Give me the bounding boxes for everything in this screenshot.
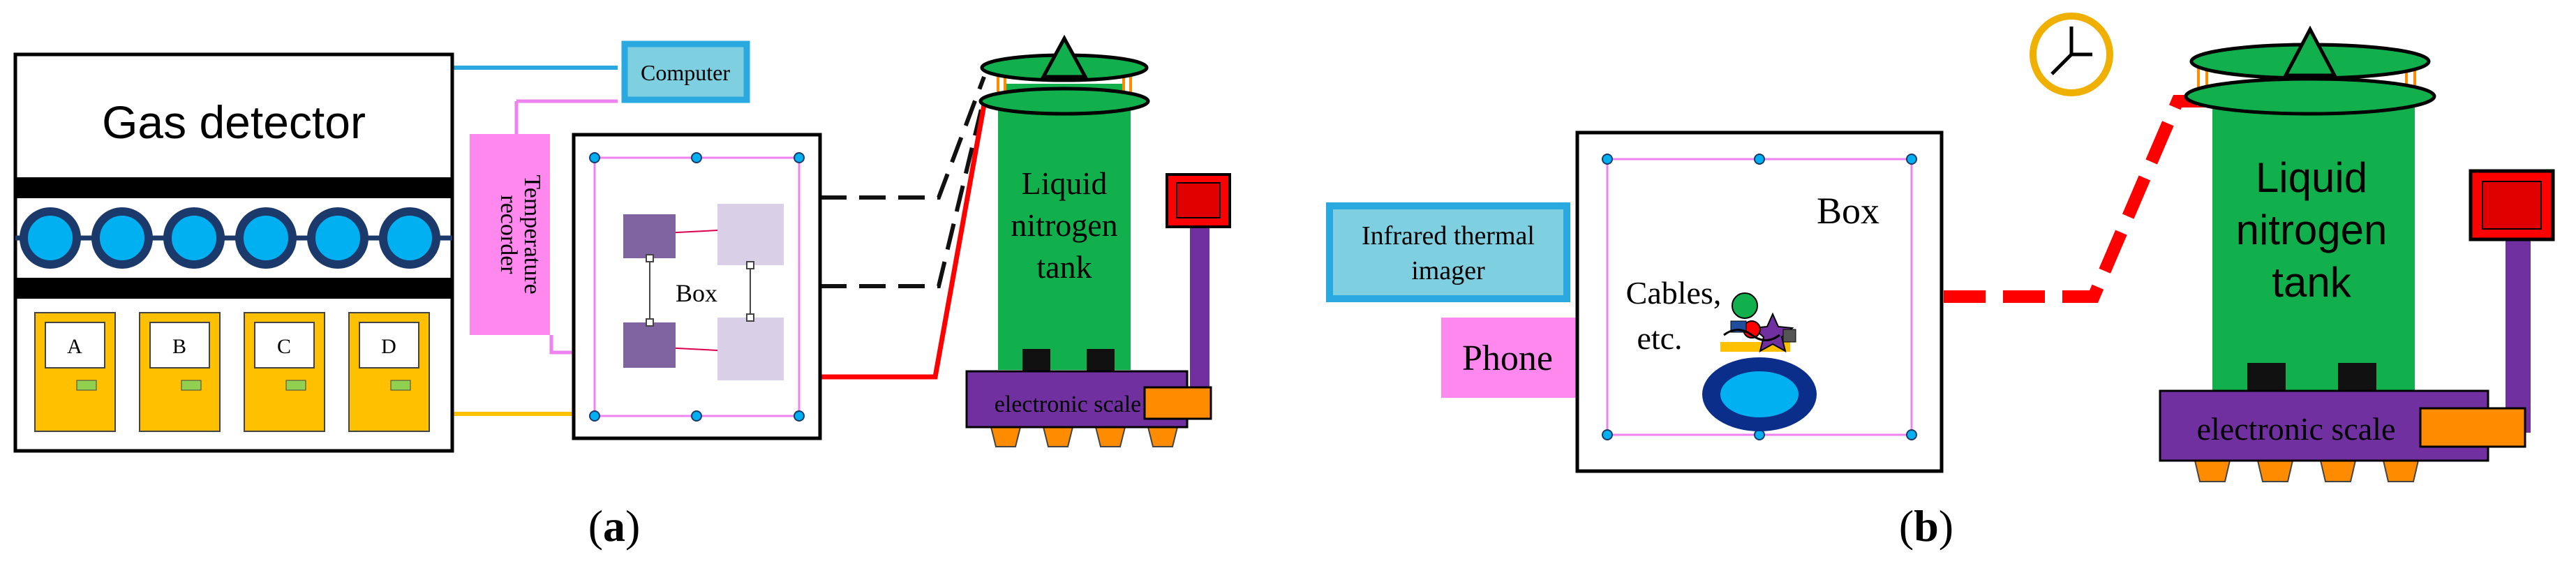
gas-detector-band-top	[15, 177, 452, 198]
valve-icon	[1040, 34, 1089, 79]
box-a-frame	[572, 133, 822, 440]
detector-slot-b: B	[139, 312, 221, 432]
slot-label-b: B	[172, 335, 186, 358]
scale-a-knob	[1143, 386, 1212, 420]
clock-icon	[2030, 13, 2113, 96]
box-b: Box Cables, etc.	[1575, 131, 1944, 473]
infrared-thermal-imager: Infrared thermal imager	[1326, 202, 1570, 302]
scale-b-feet	[2194, 460, 2420, 482]
box-a-sample-4	[717, 318, 784, 380]
temperature-recorder-label-1: Temperature	[519, 174, 545, 294]
slot-label-a: A	[67, 335, 82, 358]
scale-b-pole	[2506, 230, 2531, 433]
cable-bundle	[1720, 292, 1796, 352]
red-line-a	[820, 104, 987, 380]
box-a: Box	[572, 133, 822, 440]
sensor-row	[20, 207, 440, 269]
dashed-line-2	[820, 97, 986, 288]
scale-a-pole	[1190, 225, 1209, 399]
box-a-nodes	[589, 152, 805, 422]
caption-b: (b)	[1899, 501, 1953, 551]
sensor-1	[20, 207, 81, 269]
infrared-label-1: Infrared thermal	[1362, 221, 1535, 251]
sensor-5	[307, 207, 368, 269]
gas-detector-band-bottom	[15, 278, 452, 299]
box-a-sample-2	[717, 204, 784, 265]
panel-b: Infrared thermal imager Phone Box Cables…	[1326, 13, 2555, 551]
detector-slot-a: A	[34, 312, 116, 432]
sensor-3	[163, 207, 225, 269]
sensor-4	[235, 207, 297, 269]
tank-b-lid-lower	[2184, 77, 2436, 116]
scale-a-label: electronic scale	[995, 392, 1141, 417]
phone-box	[1441, 318, 1577, 398]
tank-a-label-2: nitrogen	[1011, 207, 1117, 243]
nitrogen-tank-b: Liquid nitrogen tank electronic scale	[2159, 25, 2555, 482]
tank-a-body	[998, 84, 1131, 370]
tank-b-label-3: tank	[2272, 259, 2351, 306]
tank-b-label-1: Liquid	[2256, 154, 2367, 201]
phone: Phone	[1441, 318, 1577, 398]
gas-detector-title: Gas detector	[102, 96, 366, 148]
detector-slot-c: C	[244, 312, 325, 432]
scale-b-platform	[2159, 389, 2489, 462]
red-dashed-line-b	[1944, 95, 2268, 303]
tank-b-body	[2212, 91, 2415, 391]
box-b-label: Box	[1817, 190, 1879, 232]
detector-slot-d: D	[348, 312, 430, 432]
scale-b-label: electronic scale	[2197, 411, 2396, 447]
tank-a-lid-lower	[978, 87, 1150, 116]
tank-b-label-2: nitrogen	[2236, 207, 2388, 253]
cables-label-2: etc.	[1637, 320, 1682, 356]
gas-detector: Gas detector A B	[13, 52, 454, 453]
temperature-recorder-label-2: recorder	[496, 195, 521, 274]
nitrogen-tank-a: Liquid nitrogen tank electronic scale	[965, 34, 1231, 447]
infrared-label-2: imager	[1411, 256, 1485, 285]
caption-a: (a)	[588, 501, 641, 551]
sensor-6	[379, 207, 440, 269]
box-b-dish-inner	[1720, 371, 1799, 417]
valve-icon	[2282, 25, 2338, 77]
computer: Computer	[621, 40, 750, 103]
temperature-recorder: Temperature recorder	[470, 134, 550, 335]
box-a-sample-3	[623, 322, 676, 368]
tank-a-label-3: tank	[1036, 249, 1092, 285]
computer-box	[621, 40, 750, 103]
temperature-recorder-box	[470, 134, 550, 335]
infrared-box	[1326, 202, 1570, 302]
box-b-nodes	[1602, 154, 1917, 440]
panel-a: Gas detector A B	[13, 34, 1231, 551]
computer-label: Computer	[641, 60, 730, 85]
connection-lines-a	[452, 66, 987, 416]
box-a-sample-1	[623, 214, 676, 258]
dashed-line-1	[820, 75, 986, 200]
slot-label-d: D	[381, 335, 396, 358]
sensor-2	[91, 207, 153, 269]
scale-b-knob	[2419, 407, 2526, 448]
tank-a-label-1: Liquid	[1022, 165, 1108, 201]
box-a-label: Box	[676, 279, 717, 307]
cables-label-1: Cables,	[1626, 275, 1722, 311]
phone-label: Phone	[1462, 338, 1553, 378]
slot-label-c: C	[277, 335, 291, 358]
scale-a-feet	[990, 426, 1179, 447]
